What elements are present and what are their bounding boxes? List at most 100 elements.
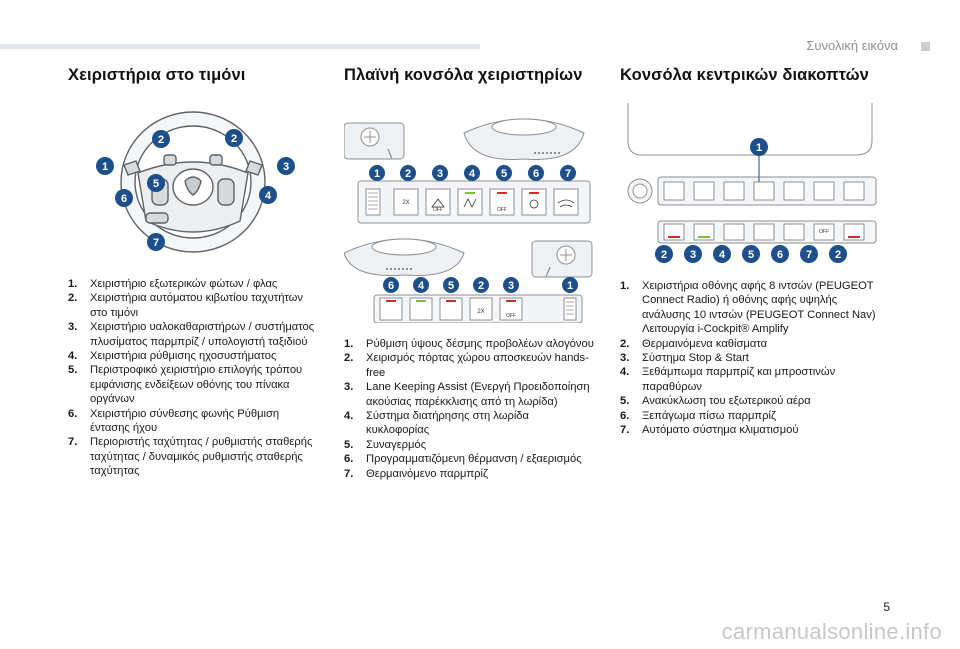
side-top-badge-3: 3 — [437, 168, 443, 180]
side-panel-column: Πλαϊνή κονσόλα χειριστηρίων — [344, 66, 594, 481]
watermark: carmanualsonline.info — [721, 619, 942, 644]
legend-item-number: 2. — [620, 337, 630, 350]
legend-item-text: Περιοριστής ταχύτητας / ρυθμιστής σταθερ… — [90, 436, 313, 478]
steering-badge-3 — [277, 157, 295, 175]
side-top-badge-4: 4 — [469, 168, 476, 180]
center-bottom-badge-7: 7 — [806, 249, 812, 261]
legend-item: Λειτουργία i-Cockpit® Amplify — [620, 322, 882, 336]
legend-item: 7.Θερμαινόμενο παρμπρίζ — [344, 467, 594, 481]
legend-item: 4.Σύστημα διατήρησης στη λωρίδα κυκλοφορ… — [344, 409, 594, 438]
legend-item-number: 1. — [344, 338, 354, 350]
page-number: 5 — [883, 600, 890, 614]
center-bottom-badge-4: 4 — [719, 249, 726, 261]
steering-badge-2a-label: 2 — [158, 134, 164, 146]
center-bottom-badge-5: 5 — [748, 249, 754, 261]
legend-item-text: Χειριστήρια ρύθμισης ηχοσυστήματος — [90, 350, 277, 363]
center-console-badge-row: 2 3 4 5 6 7 2 — [655, 245, 847, 263]
corner-mark — [921, 42, 930, 51]
steering-badge-1 — [96, 157, 114, 175]
steering-badge-4-label: 4 — [265, 190, 272, 202]
steering-badge-6 — [115, 189, 133, 207]
steering-badge-2b — [225, 129, 243, 147]
legend-item-text: Προγραμματιζόμενη θέρμανση / εξαερισμός — [366, 453, 582, 466]
side-panel-figure: 2X OFF OFF 1 2 3 4 5 6 7 — [344, 103, 594, 323]
side-bottom-off-label: OFF — [506, 313, 516, 319]
side-panel-illustration: 2X OFF OFF 1 2 3 4 5 6 7 — [344, 118, 593, 323]
legend-item-number: 2. — [68, 292, 78, 305]
legend-item: 3.Lane Keeping Assist (Ενεργή Προειδοποί… — [344, 380, 594, 409]
legend-item-number: 5. — [344, 438, 354, 451]
legend-item-number: 5. — [620, 395, 630, 408]
legend-item-number: 6. — [620, 409, 630, 422]
legend-item: 5. Ανακύκλωση του εξωτερικού αέρα — [620, 394, 882, 408]
side-bottom-badge-2: 2 — [478, 280, 484, 292]
legend-item: 1. Ρύθμιση ύψους δέσμης προβολέων αλογόνο… — [344, 337, 594, 351]
legend-item-number: 4. — [68, 350, 78, 363]
legend-item: 2.Χειριστήρια αυτόματου κιβωτίου ταχυτήτ… — [68, 291, 316, 320]
center-top-badge-1: 1 — [756, 142, 762, 154]
legend-item: 4. Χειριστήρια ρύθμισης ηχοσυστήματος — [68, 349, 316, 363]
side-top-off-label-a: OFF — [433, 207, 443, 213]
legend-item-number: 6. — [344, 453, 354, 466]
legend-item-number: 2. — [344, 352, 354, 365]
header-rule — [0, 44, 480, 49]
steering-badge-1-label: 1 — [102, 161, 108, 173]
legend-item-number: 4. — [344, 410, 354, 423]
legend-item: 3. Χειριστήριο υαλοκαθαριστήρων / συστήμα… — [68, 320, 316, 349]
side-top-badge-1: 1 — [374, 168, 380, 180]
side-top-off-label-b: OFF — [497, 207, 507, 213]
side-top-badge-5: 5 — [501, 168, 507, 180]
legend-item-number: 1. — [620, 280, 630, 292]
legend-item: 6.Χειριστήριο σύνθεσης φωνής Ρύθμιση έντ… — [68, 407, 316, 436]
side-panel-title: Πλαϊνή κονσόλα χειριστηρίων — [344, 66, 583, 84]
steering-badge-2b-label: 2 — [231, 133, 237, 145]
legend-item-text: Ξεπάγωμα πίσω παρμπρίζ — [642, 409, 776, 422]
legend-item-text: Ανακύκλωση του εξωτερικού αέρα — [642, 395, 811, 408]
center-bottom-badge-2a: 2 — [661, 249, 667, 261]
steering-badge-3-label: 3 — [283, 161, 289, 173]
side-panel-legend-list: 1. Ρύθμιση ύψους δέσμης προβολέων αλογόνο… — [344, 337, 594, 481]
center-off-label: OFF — [819, 229, 829, 235]
legend-item-text: Λειτουργία i-Cockpit® Amplify — [642, 323, 789, 336]
steering-badge-5-label: 5 — [153, 178, 159, 190]
legend-item-text: Αυτόματο σύστημα κλιματισμού — [642, 424, 799, 437]
steering-badge-6-label: 6 — [121, 193, 127, 205]
legend-item: 7.Αυτόματο σύστημα κλιματισμού — [620, 423, 882, 437]
legend-item-number: 7. — [68, 436, 78, 449]
legend-item-text: Ξεθάμπωμα παρμπρίζ και μπροστινών παραθύ… — [642, 366, 836, 393]
legend-item-number — [620, 322, 642, 336]
side-bottom-2x-label: 2X — [477, 309, 484, 315]
legend-item-text: Χειριστήριο εξωτερικών φώτων / φλας — [90, 278, 278, 290]
legend-item-text: Σύστημα Stop & Start — [642, 352, 749, 365]
center-console-column: Κονσόλα κεντρικών διακοπτών — [620, 66, 882, 437]
legend-item-number: 3. — [68, 321, 78, 334]
legend-item: 2. Χειρισμός πόρτας χώρου αποσκευών hands… — [344, 351, 594, 380]
legend-item: 4. Ξεθάμπωμα παρμπρίζ και μπροστινών παρα… — [620, 365, 882, 394]
legend-item-text: Θερμαινόμενα καθίσματα — [642, 337, 768, 350]
legend-item-text: Θερμαινόμενο παρμπρίζ — [366, 467, 488, 480]
legend-item-text: Χειρισμός πόρτας χώρου αποσκευών hands-f… — [366, 352, 589, 379]
legend-item-text: Ρύθμιση ύψους δέσμης προβολέων αλογόνου — [366, 338, 594, 350]
legend-item-number: 1. — [68, 278, 78, 290]
side-bottom-badge-6: 6 — [388, 280, 394, 292]
section-label: Συνολική εικόνα — [806, 38, 898, 53]
steering-badge-7 — [147, 233, 165, 251]
legend-item: 5.Περιστροφικό χειριστήριο επιλογής τρόπ… — [68, 363, 316, 406]
legend-item-number: 4. — [620, 366, 630, 379]
legend-item: 2. Θερμαινόμενα καθίσματα — [620, 337, 882, 351]
steering-wheel-illustration: 1 2 2 3 4 5 6 7 — [96, 111, 295, 253]
legend-item: 1. Χειριστήριο εξωτερικών φώτων / φλας — [68, 277, 316, 291]
side-top-badge-2: 2 — [405, 168, 411, 180]
legend-item-text: Χειριστήρια οθόνης αφής 8 ιντσών (PEUGEO… — [642, 280, 876, 321]
side-top-badge-6: 6 — [533, 168, 539, 180]
legend-item-number: 3. — [620, 352, 630, 365]
steering-badge-7-label: 7 — [153, 237, 159, 249]
legend-item: 6. Προγραμματιζόμενη θέρμανση / εξαερισμό… — [344, 452, 594, 466]
legend-item: 7. Περιοριστής ταχύτητας / ρυθμιστής σταθ… — [68, 435, 316, 478]
legend-item-text: Χειριστήριο υαλοκαθαριστήρων / συστήματο… — [90, 321, 315, 348]
side-bottom-badge-4: 4 — [418, 280, 425, 292]
legend-item: 6. Ξεπάγωμα πίσω παρμπρίζ — [620, 409, 882, 423]
center-console-illustration: OFF 1 — [627, 103, 877, 244]
center-console-legend-list: 1. Χειριστήρια οθόνης αφής 8 ιντσών (PEUG… — [620, 279, 882, 437]
center-bottom-badge-2b: 2 — [835, 249, 841, 261]
